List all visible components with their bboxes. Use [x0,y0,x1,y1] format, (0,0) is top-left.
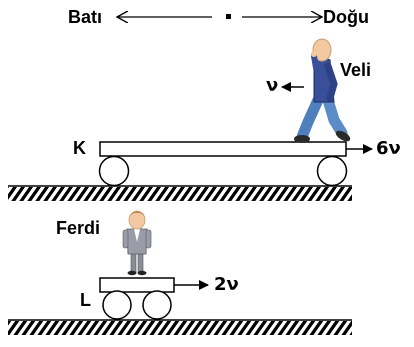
west-label: Batı [68,7,103,27]
cart-l-wheel-left [102,290,132,320]
east-label: Doğu [323,7,369,27]
ground-upper [8,185,352,201]
cart-k-velocity-label: 6ν [376,138,401,159]
ferdi-name-label: Ferdi [56,218,101,238]
cart-k-wheel-left [98,155,130,187]
cart-l-label: L [80,290,91,310]
ferdi-figure [122,210,152,276]
veli-name-label: Veli [340,60,372,80]
ground-lower [8,319,352,335]
cart-k-label: K [73,138,86,158]
origin-dot [226,14,231,19]
cart-l [99,277,209,320]
cart-l-platform [99,277,175,293]
compass [117,14,322,19]
cart-k-wheel-right [316,155,348,187]
cart-l-wheel-right [142,290,172,320]
veli-figure [294,38,351,143]
cart-k [98,141,373,187]
cart-k-platform [99,141,347,157]
veli-velocity-label: ν [266,75,279,96]
cart-l-velocity-label: 2ν [214,274,239,295]
